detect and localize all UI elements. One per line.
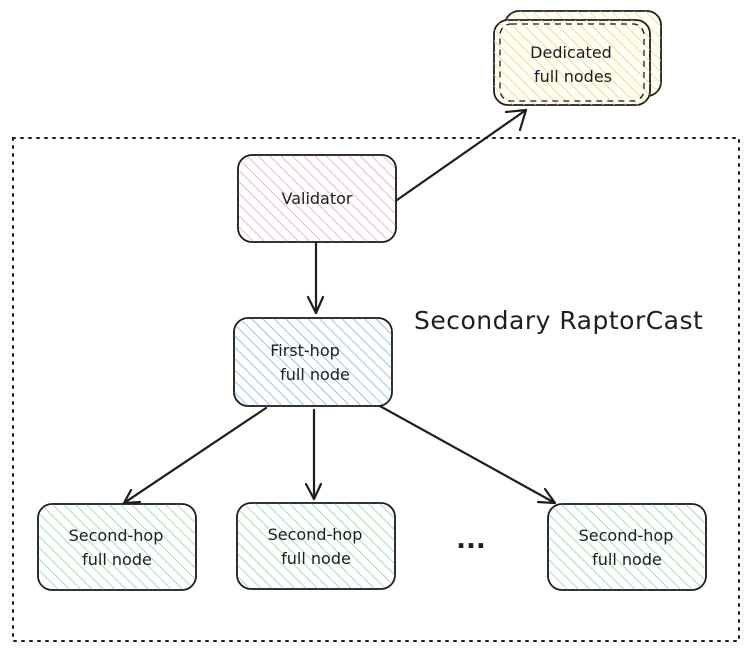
second-hop-2-outline — [236, 502, 396, 590]
second-hop-1-outline — [37, 503, 197, 591]
second-hop-2-label-line-1: Second-hop — [268, 525, 363, 544]
edge-validator-to-dedicated — [395, 108, 528, 202]
validator-fill — [238, 155, 396, 242]
second-hop-3-label-line-2: full node — [592, 550, 662, 569]
second-hop-2-fill — [237, 503, 395, 589]
second-hop-2-label-line-2: full node — [281, 549, 351, 568]
edge-first-hop-to-second-hop-1 — [122, 406, 268, 505]
dedicated-front-fill — [494, 20, 650, 105]
validator-outline — [237, 154, 397, 243]
dedicated-label-line-2: full nodes — [534, 67, 612, 86]
second-hop-1-label-line-2: full node — [82, 550, 152, 569]
more-nodes-ellipsis: ... — [456, 525, 486, 555]
second-hop-3-label-line-1: Second-hop — [579, 526, 674, 545]
first-hop-node: First-hop full node — [233, 317, 393, 407]
second-hop-1-fill — [38, 504, 196, 590]
arrowhead-first-hop-to-second-hop-2 — [304, 482, 323, 501]
edges — [122, 108, 557, 505]
second-hop-3-fill — [548, 504, 706, 590]
validator-node: Validator — [237, 154, 397, 243]
arrowhead-first-hop-to-second-hop-1 — [122, 488, 142, 505]
dedicated-dashed-outline — [499, 23, 645, 102]
secondary-raptorcast-region — [12, 137, 740, 642]
second-hop-node-2: Second-hop full node — [236, 502, 396, 590]
second-hop-node-1: Second-hop full node — [37, 503, 197, 591]
first-hop-fill — [234, 318, 392, 406]
first-hop-outline — [233, 317, 393, 407]
validator-label: Validator — [282, 189, 353, 208]
arrowhead-validator-to-first-hop — [306, 295, 325, 315]
second-hop-node-3: Second-hop full node — [547, 503, 707, 591]
first-hop-label-line-2: full node — [280, 365, 350, 384]
second-hop-3-outline — [547, 503, 707, 591]
second-hop-1-label-line-1: Second-hop — [69, 526, 164, 545]
dedicated-full-nodes: Dedicated full nodes — [493, 10, 662, 106]
dedicated-label-line-1: Dedicated — [530, 43, 612, 62]
first-hop-label-line-1: First-hop — [270, 341, 340, 360]
edge-first-hop-to-second-hop-3 — [376, 403, 557, 505]
region-label: Secondary RaptorCast — [414, 306, 703, 335]
arrowhead-validator-to-dedicated — [504, 108, 528, 132]
arrowhead-first-hop-to-second-hop-3 — [536, 487, 557, 505]
